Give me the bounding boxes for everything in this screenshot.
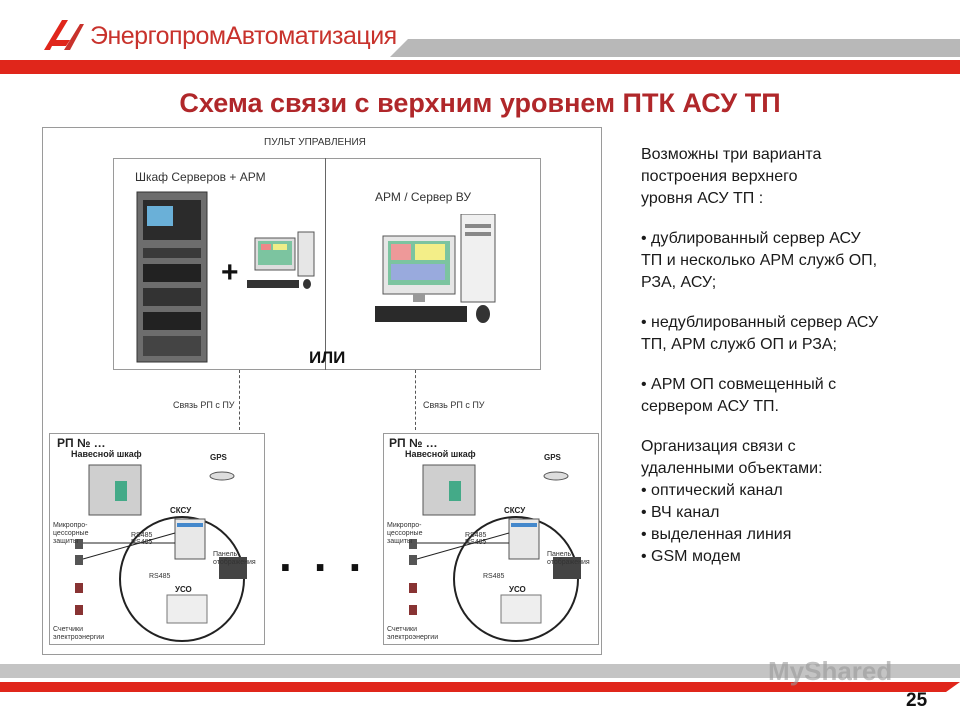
rp-right-uso-label: УСО	[509, 585, 526, 594]
company-logo: ЭнергопромАвтоматизация	[40, 14, 397, 58]
rp-right-rs485b: RS485	[465, 539, 487, 546]
channel-optical: • оптический канал	[641, 482, 783, 499]
header-grey-stripe	[390, 39, 960, 57]
rp-left-relays-label: Микропро- цессорные защиты	[53, 522, 89, 545]
server-cabinet-label: Шкаф Серверов + АРМ	[135, 170, 266, 184]
link-label-right: Связь РП с ПУ	[423, 400, 485, 410]
rp-left-meters-label: Счетчики электроэнергии	[53, 626, 105, 641]
ellipsis-dots: ...	[279, 529, 384, 581]
intro-text: Возможны три варианта построения верхнег…	[641, 146, 822, 207]
rp-left-rs485a: RS485	[131, 532, 153, 539]
server-rack-icon	[136, 191, 208, 363]
variant-1: • дублированный сервер АСУ ТП и нескольк…	[641, 230, 878, 291]
link-arrow-left	[239, 370, 240, 430]
rp-right-relays-label: Микропро- цессорные защиты	[387, 522, 423, 545]
rp-left-cabinet-label: Навесной шкаф	[71, 449, 142, 459]
arm-server-label: АРМ / Сервер ВУ	[375, 190, 472, 204]
channel-gsm: • GSM модем	[641, 548, 741, 565]
rp-right-scheme	[409, 464, 581, 642]
rp-right-gps-label: GPS	[544, 453, 561, 462]
communication-diagram: ПУЛЬТ УПРАВЛЕНИЯ Шкаф Серверов + АРМ АРМ…	[42, 127, 602, 655]
communication-org-heading: Организация связи с удаленными объектами…	[641, 438, 823, 477]
footer-grey-stripe	[0, 664, 960, 678]
channel-leased: • выделенная линия	[641, 526, 792, 543]
link-arrow-right	[415, 370, 416, 430]
header-red-stripe	[0, 60, 960, 74]
plus-sign: +	[221, 256, 239, 289]
company-name: ЭнергопромАвтоматизация	[90, 21, 397, 50]
rp-right-sksu-label: СКСУ	[504, 506, 526, 515]
footer-red-stripe	[0, 682, 960, 692]
page-number: 25	[906, 690, 928, 711]
rp-right-cabinet-label: Навесной шкаф	[405, 449, 476, 459]
link-label-left: Связь РП с ПУ	[173, 400, 235, 410]
watermark: MyShared	[768, 656, 893, 686]
rp-right-rs485a: RS485	[465, 532, 487, 539]
channel-hf: • ВЧ канал	[641, 504, 720, 521]
rp-left-uso-label: УСО	[175, 585, 192, 594]
rp-left-gps-label: GPS	[210, 453, 227, 462]
rp-left-box	[49, 433, 265, 645]
control-panel-box	[113, 158, 541, 370]
rp-right-box	[383, 433, 599, 645]
workstation-icon	[247, 231, 315, 289]
variant-2: • недублированный сервер АСУ ТП, АРМ слу…	[641, 314, 879, 353]
variant-3: • АРМ ОП совмещенный с сервером АСУ ТП.	[641, 376, 837, 415]
rp-left-rs485b: RS485	[131, 539, 153, 546]
rp-right-rs485c: RS485	[483, 573, 505, 580]
control-panel-label: ПУЛЬТ УПРАВЛЕНИЯ	[264, 137, 366, 148]
control-panel-divider	[325, 158, 326, 370]
arm-workstation-icon	[375, 214, 496, 323]
rp-right-panel-label: Панель отображения	[547, 551, 590, 566]
logo-icon	[44, 20, 84, 50]
or-label: ИЛИ	[309, 348, 346, 367]
slide-title: Схема связи с верхним уровнем ПТК АСУ ТП	[179, 88, 781, 118]
rp-left-rs485c: RS485	[149, 573, 171, 580]
rp-left-sksu-label: СКСУ	[170, 506, 192, 515]
rp-right-meters-label: Счетчики электроэнергии	[387, 626, 439, 641]
rp-left-title: РП № …	[57, 436, 106, 450]
rp-left-scheme	[75, 464, 247, 642]
rp-left-panel-label: Панель отображения	[213, 551, 256, 566]
description-text: Возможны три варианта построения верхнег…	[641, 144, 941, 568]
rp-right-title: РП № …	[389, 436, 438, 450]
